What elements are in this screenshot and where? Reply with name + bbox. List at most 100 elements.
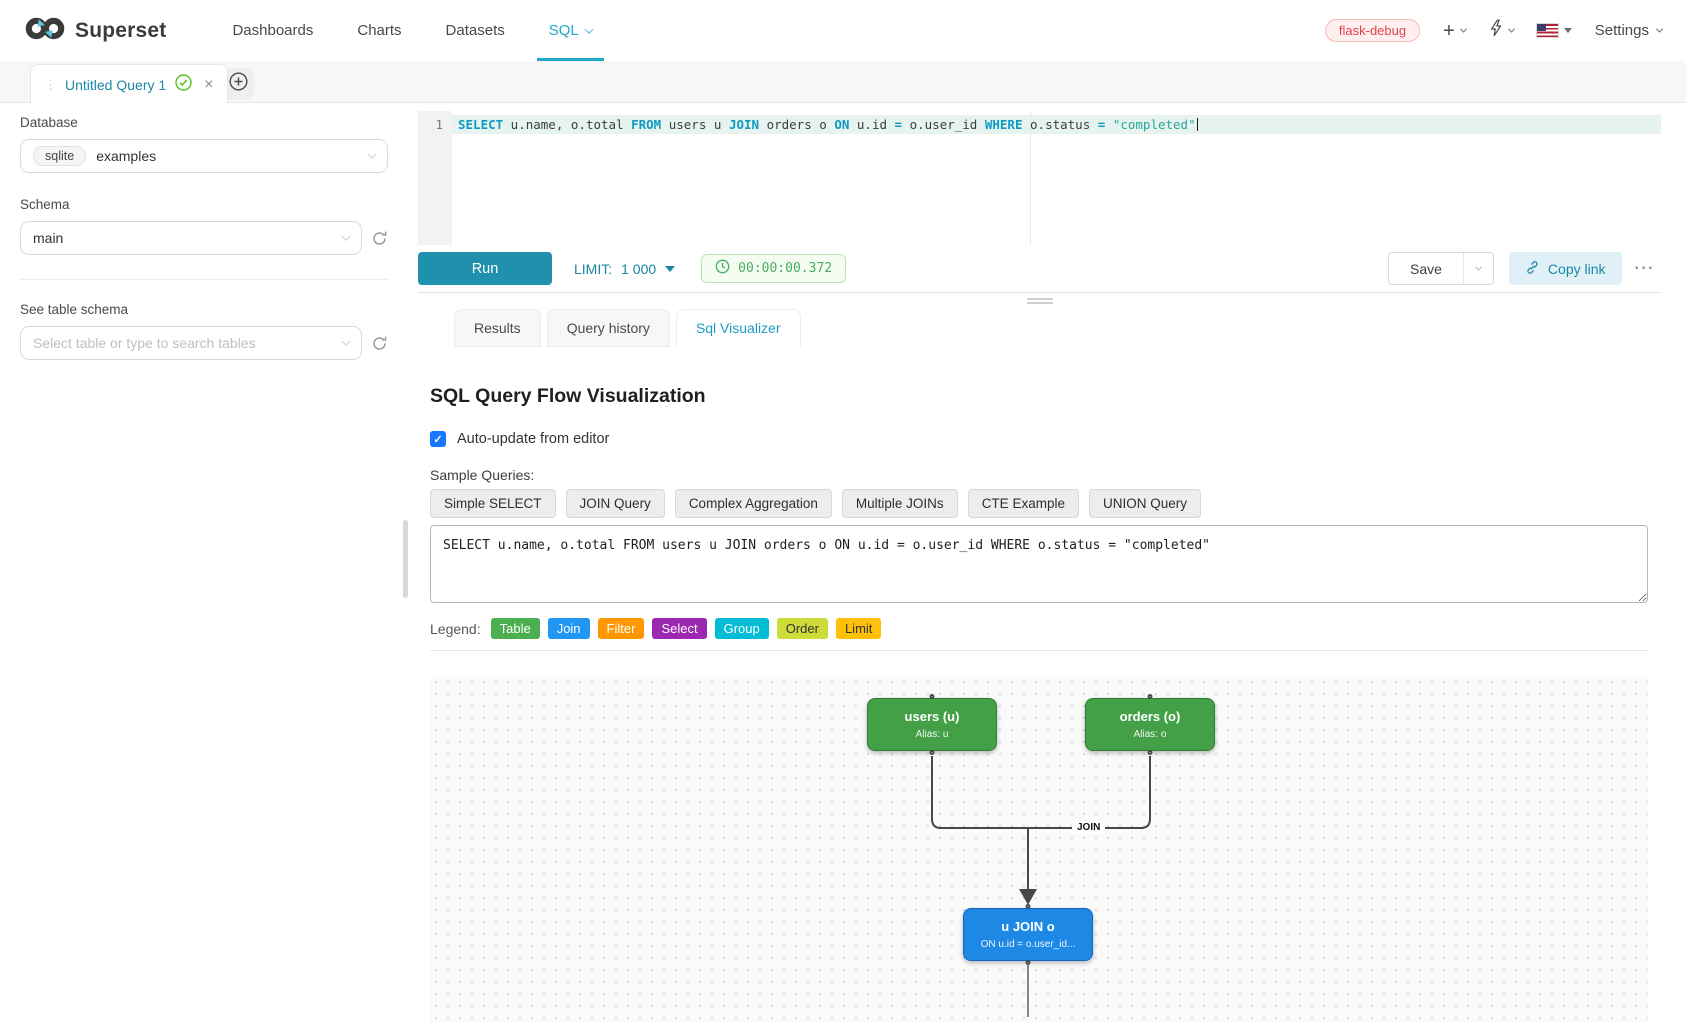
legend-badge-limit: Limit [835,618,882,639]
settings-label: Settings [1594,22,1649,39]
line-number: 1 [435,117,443,132]
table-select[interactable]: Select table or type to search tables [20,326,362,360]
circle-plus-icon [228,72,248,96]
flow-node-join[interactable]: u JOIN o ON u.id = o.user_id... [963,904,1093,965]
chevron-down-icon [1507,25,1515,33]
superset-logo[interactable]: Superset [24,14,166,48]
node-title: users (u) [904,709,960,724]
query-tabstrip: ⋮ Untitled Query 1 × [0,61,1686,104]
settings-menu[interactable]: Settings [1594,22,1664,39]
sql-token: orders o [759,117,835,132]
south-pane-resize-handle[interactable] [1026,296,1053,306]
nav-label: Dashboards [232,22,314,39]
new-item-menu[interactable]: + [1443,21,1467,41]
chevron-down-icon [584,24,594,34]
connection-handle[interactable] [929,750,935,755]
sql-code-line[interactable]: SELECT u.name, o.total FROM users u JOIN… [458,115,1199,134]
caret-down-icon [1563,28,1572,33]
sample-simple-select-button[interactable]: Simple SELECT [430,489,556,518]
close-icon[interactable]: × [204,75,214,93]
limit-label: LIMIT: [574,260,613,277]
chevron-down-icon [1474,263,1482,271]
refresh-tables-button[interactable] [371,335,388,352]
database-select[interactable]: sqlite examples [20,139,388,173]
legend-badge-join: Join [547,618,590,639]
sql-token: o.user_id [902,117,985,132]
page-title: SQL Query Flow Visualization [430,385,706,407]
clock-icon [715,259,730,278]
chevron-down-icon [341,232,351,241]
sql-code-editor[interactable]: 1 SELECT u.name, o.total FROM users u JO… [418,111,1661,245]
flow-node-users[interactable]: users (u) Alias: u [867,694,997,755]
active-line-highlight [452,115,1661,134]
nav-item-sql[interactable]: SQL [527,0,614,61]
sql-token: u.name, o.total [503,117,632,132]
sql-editor-pane: 1 SELECT u.name, o.total FROM users u JO… [418,103,1661,1034]
table-select-placeholder: Select table or type to search tables [33,335,256,351]
legend-label: Legend: [430,620,481,637]
flow-canvas[interactable]: users (u) Alias: u orders (o) Alias: o u… [430,676,1648,1022]
check-circle-icon [175,73,192,96]
drag-handle-icon[interactable]: ⋮ [44,76,57,92]
brand-name: Superset [75,18,167,42]
legend-badge-filter: Filter [597,618,645,639]
nav-item-datasets[interactable]: Datasets [424,0,527,61]
connection-handle[interactable] [1147,750,1153,755]
tab-results[interactable]: Results [454,309,541,347]
tab-query-history[interactable]: Query history [546,309,670,347]
database-select-value: examples [96,148,157,164]
copy-link-button[interactable]: Copy link [1508,252,1622,285]
sample-cte-example-button[interactable]: CTE Example [967,489,1079,518]
sql-token: = [894,117,903,132]
environment-badge: flask-debug [1324,19,1421,42]
caret-down-icon [665,265,676,272]
sample-queries-label: Sample Queries: [430,467,535,483]
flow-edges [931,756,1151,1017]
save-button[interactable]: Save [1410,260,1442,277]
schema-select[interactable]: main [20,221,362,255]
tab-sql-visualizer[interactable]: Sql Visualizer [675,309,801,347]
result-tabs: Results Query history Sql Visualizer [454,309,801,347]
auto-update-checkbox[interactable]: ✓ [430,431,446,447]
chevron-down-icon [1655,25,1664,33]
sample-join-query-button[interactable]: JOIN Query [565,489,665,518]
query-search-menu[interactable] [1489,19,1515,42]
database-label: Database [20,115,78,130]
node-subtitle: Alias: o [1133,729,1167,740]
sql-token: WHERE [984,117,1023,132]
chevron-down-icon [367,150,377,159]
save-options-button[interactable] [1462,253,1493,284]
legend-badge-select: Select [652,618,707,639]
us-flag-icon [1535,23,1559,38]
flow-node-orders[interactable]: orders (o) Alias: o [1085,694,1215,755]
pane-divider [418,292,1661,293]
query-tab-title: Untitled Query 1 [65,76,167,93]
connection-handle[interactable] [1025,960,1031,965]
sql-token: "completed" [1112,117,1196,132]
nav-item-charts[interactable]: Charts [335,0,423,61]
sample-query-buttons: Simple SELECT JOIN Query Complex Aggrega… [430,489,1201,518]
more-options-button[interactable]: ··· [1634,259,1655,277]
query-tab-untitled[interactable]: ⋮ Untitled Query 1 × [30,64,228,104]
sample-multiple-joins-button[interactable]: Multiple JOINs [841,489,958,518]
sample-union-query-button[interactable]: UNION Query [1088,489,1201,518]
connection-handle[interactable] [929,694,935,699]
sidebar-divider [20,279,388,280]
language-picker[interactable] [1535,23,1572,38]
connection-handle[interactable] [1025,904,1031,909]
run-button[interactable]: Run [418,252,552,285]
legend-row: Legend: Table Join Filter Select Group O… [430,618,882,639]
nav-item-dashboards[interactable]: Dashboards [210,0,335,61]
connection-handle[interactable] [1147,694,1153,699]
refresh-schemas-button[interactable] [371,230,388,247]
query-timer: 00:00:00.372 [701,254,847,283]
limit-dropdown[interactable]: LIMIT: 1 000 [574,260,676,277]
sql-token: o.status [1022,117,1098,132]
sql-token: = [1097,117,1106,132]
sidebar-resize-gutter[interactable] [403,520,408,598]
sample-complex-aggregation-button[interactable]: Complex Aggregation [674,489,832,518]
auto-update-row: ✓ Auto-update from editor [430,431,609,447]
sql-flow-input[interactable]: SELECT u.name, o.total FROM users u JOIN… [430,525,1648,603]
schema-label: Schema [20,197,70,212]
sql-token: u.id [849,117,895,132]
